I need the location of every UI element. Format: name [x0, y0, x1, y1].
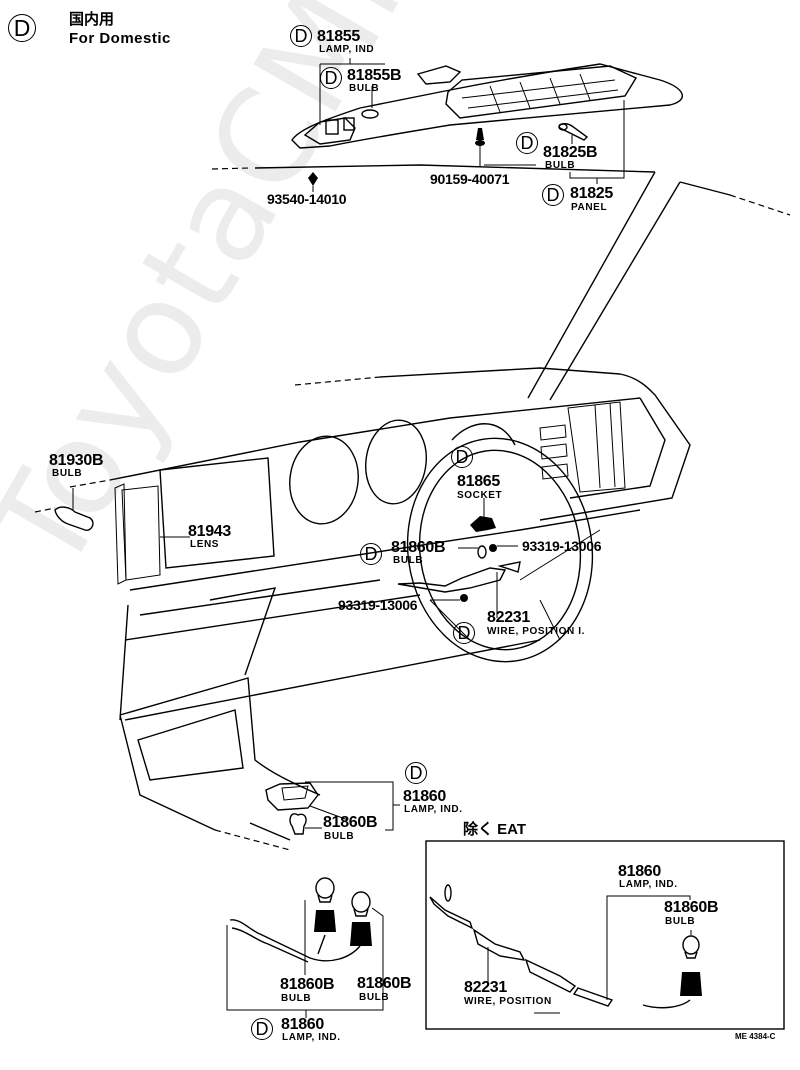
part-number-81855[interactable]: 81855 [317, 28, 360, 45]
part-name-bulb: BULB [393, 555, 424, 566]
domestic-badge: D [516, 132, 538, 154]
domestic-badge: D [451, 446, 473, 468]
part-name-bulb: BULB [349, 83, 380, 94]
part-name-socket: SOCKET [457, 490, 503, 501]
domestic-badge: D [360, 543, 382, 565]
part-name-bulb: BULB [665, 916, 696, 927]
part-number-93319-13006[interactable]: 93319-13006 [522, 538, 602, 554]
inset-title: 除く EAT [463, 821, 527, 838]
domestic-badge: D [405, 762, 427, 784]
part-number-82231[interactable]: 82231 [487, 609, 530, 626]
domestic-badge: D [542, 184, 564, 206]
domestic-badge: D [8, 14, 36, 42]
legend-english: For Domestic [69, 30, 171, 47]
part-number-81825B[interactable]: 81825B [543, 144, 598, 161]
part-number-81930B[interactable]: 81930B [49, 452, 104, 469]
part-name-bulb: BULB [359, 992, 390, 1003]
domestic-badge: D [453, 622, 475, 644]
bottom-harness-drawing [226, 877, 384, 1018]
part-number-81860B[interactable]: 81860B [280, 976, 335, 993]
inset-frame [425, 840, 785, 1030]
dashboard [69, 367, 691, 851]
domestic-badge: D [320, 67, 342, 89]
part-name-lamp-ind: LAMP, IND. [619, 879, 678, 890]
part-name-lamp-ind: LAMP, IND [319, 44, 375, 55]
console-lamp-drawing [265, 781, 400, 835]
part-number-81943[interactable]: 81943 [188, 523, 231, 540]
domestic-badge: D [290, 25, 312, 47]
part-number-93540-14010[interactable]: 93540-14010 [267, 191, 347, 207]
part-name-wire-position: WIRE, POSITION I. [487, 626, 585, 637]
part-name-bulb: BULB [52, 468, 83, 479]
part-name-lamp-ind: LAMP, IND. [404, 804, 463, 815]
domestic-badge: D [251, 1018, 273, 1040]
figure-code: ME 4384-C [735, 1032, 776, 1041]
part-name-wire-position: WIRE, POSITION [464, 996, 552, 1007]
part-number-81860[interactable]: 81860 [618, 863, 661, 880]
part-number-82231[interactable]: 82231 [464, 979, 507, 996]
part-number-81865[interactable]: 81865 [457, 473, 500, 490]
legend-japanese: 国内用 [69, 11, 115, 28]
bulb-81930B-drawing [34, 488, 190, 538]
part-number-81860B[interactable]: 81860B [323, 814, 378, 831]
part-name-panel: PANEL [571, 202, 608, 213]
part-name-bulb: BULB [281, 993, 312, 1004]
part-number-81855B[interactable]: 81855B [347, 67, 402, 84]
part-name-bulb: BULB [545, 160, 576, 171]
part-number-81860B[interactable]: 81860B [664, 899, 719, 916]
part-name-bulb: BULB [324, 831, 355, 842]
overhead-console [211, 58, 791, 401]
part-number-93319-13006[interactable]: 93319-13006 [338, 597, 418, 613]
part-number-81825[interactable]: 81825 [570, 185, 613, 202]
part-number-81860B[interactable]: 81860B [391, 539, 446, 556]
part-number-81860[interactable]: 81860 [403, 788, 446, 805]
part-number-81860B[interactable]: 81860B [357, 975, 412, 992]
part-name-lamp-ind: LAMP, IND. [282, 1032, 341, 1043]
part-name-lens: LENS [190, 539, 220, 550]
part-number-81860[interactable]: 81860 [281, 1016, 324, 1033]
part-number-90159-40071[interactable]: 90159-40071 [430, 171, 510, 187]
